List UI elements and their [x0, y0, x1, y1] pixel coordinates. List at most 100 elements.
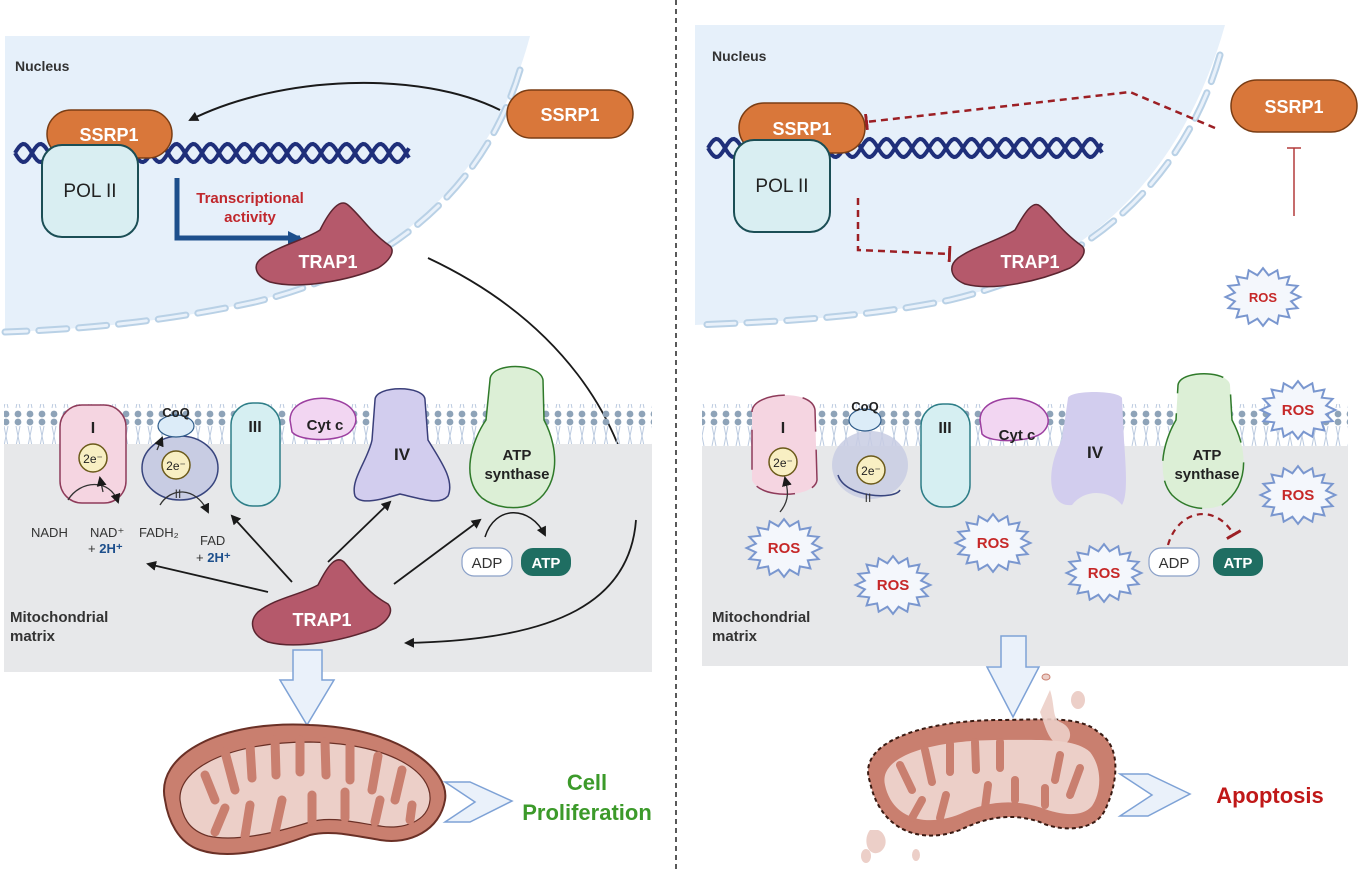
- fad-h-line: + 2H⁺: [196, 550, 231, 565]
- ros-starburst: ROS: [1258, 379, 1338, 441]
- electron-2-label: 2e⁻: [166, 459, 186, 473]
- matrix-label-1: Mitochondrial: [10, 609, 108, 626]
- pol2-right-label: POL II: [755, 176, 808, 197]
- ssrp1-cytoplasmic-right-label: SSRP1: [1264, 97, 1323, 117]
- complex-III: [230, 402, 281, 507]
- left-panel: Nucleus SSRP1 POL II SSRP1 Transcription…: [1, 36, 652, 856]
- ros-label: ROS: [1088, 565, 1121, 582]
- damaged-mitochondrion: [861, 673, 1117, 863]
- adp-right-label: ADP: [1159, 555, 1190, 572]
- trap1-target-arrows: [146, 500, 637, 648]
- ros-label: ROS: [1282, 487, 1315, 504]
- nucleus-label: Nucleus: [15, 58, 70, 74]
- ros-label: ROS: [1282, 402, 1315, 419]
- trap1-nuclear-right-label: TRAP1: [1000, 252, 1059, 272]
- pol2-right: [733, 139, 831, 233]
- ros-starburst: ROS: [1223, 266, 1303, 328]
- nadh-label: NADH: [31, 525, 68, 540]
- ros-shape: [1258, 379, 1338, 441]
- transcription-label-2: activity: [224, 209, 276, 226]
- coq: [157, 414, 195, 438]
- trap1-mitochondrial-label: TRAP1: [292, 610, 351, 630]
- trap1-nuclear: [255, 202, 393, 286]
- coq-label: CoQ: [162, 405, 189, 420]
- adp: [461, 547, 513, 577]
- outcome-label-right: Apoptosis: [1216, 783, 1324, 808]
- pol2: [41, 144, 139, 238]
- electron-2-right: [856, 455, 886, 485]
- right-panel: Nucleus SSRP1 POL II SSRP1 TRAP1 I 2e⁻: [691, 25, 1358, 863]
- complex-IV: [353, 388, 451, 502]
- complex-III-label: III: [248, 419, 261, 436]
- trap1-mitochondrial: [251, 559, 392, 646]
- atp-synthesis-blocked: [1166, 513, 1242, 546]
- ssrp1-cytoplasmic: [506, 89, 634, 139]
- fadh2-label: FADH₂: [139, 525, 179, 540]
- outcome-label-2: Proliferation: [522, 800, 652, 825]
- electron-2-right-label: 2e⁻: [861, 464, 881, 478]
- complex-I-right-label: I: [781, 420, 785, 437]
- coq-transfer-arrow: [154, 436, 164, 451]
- ros-starburst: ROS: [744, 517, 824, 579]
- atp-synthase: [469, 365, 556, 509]
- ros-starburst: ROS: [953, 512, 1033, 574]
- transcription-label-1: Transcriptional: [196, 190, 304, 207]
- fadh2-arrow: [159, 491, 210, 514]
- atp-synthase-label-2: synthase: [484, 466, 549, 483]
- complex-II-right-outline: [837, 474, 901, 497]
- cytochrome-c-right-label: Cyt c: [999, 427, 1036, 444]
- trap1-nuclear-right: [951, 203, 1085, 288]
- ros-label: ROS: [768, 540, 801, 557]
- ros-label: ROS: [977, 535, 1010, 552]
- transcription-arrow: [174, 178, 302, 245]
- outcome-chevron-right: [1117, 773, 1192, 817]
- adp-label: ADP: [472, 555, 503, 572]
- matrix-right-label-1: Mitochondrial: [712, 609, 810, 626]
- ssrp1-import-arrow: [188, 81, 501, 121]
- atp-right-label: ATP: [1224, 555, 1253, 572]
- healthy-mitochondrion: [162, 723, 447, 856]
- ros-shape: [1064, 542, 1144, 604]
- electron-1-right-label: 2e⁻: [773, 456, 793, 470]
- pol2-label: POL II: [63, 181, 116, 202]
- outcome-down-arrow-right: [985, 635, 1041, 719]
- electron-transfer-arrow-1: [96, 476, 107, 493]
- electron-2: [161, 450, 191, 480]
- ssrp1-bound-right-label: SSRP1: [772, 119, 831, 139]
- cytochrome-c-label: Cyt c: [307, 417, 344, 434]
- trap1-nuclear-label: TRAP1: [298, 252, 357, 272]
- fad-label: FAD: [200, 533, 225, 548]
- ssrp1-import-blocked: [864, 90, 1216, 131]
- matrix-label-2: matrix: [10, 628, 56, 645]
- complex-I-label: I: [91, 420, 95, 437]
- ros-shape: [744, 517, 824, 579]
- atp-synthase-right-label-1: ATP: [1193, 447, 1222, 464]
- nadh-arrow: [67, 484, 121, 504]
- atp: [521, 548, 571, 576]
- atp-synthase-right: [1161, 373, 1245, 510]
- complex-IV-right: [1051, 392, 1126, 506]
- ros-starburst: ROS: [853, 554, 933, 616]
- cytochrome-c-right: [979, 397, 1049, 442]
- ros-starburst: ROS: [1258, 464, 1338, 526]
- ros-shape: [1223, 266, 1303, 328]
- ros-group: ROS ROS ROS ROS ROS ROS ROS: [744, 266, 1338, 616]
- atp-label: ATP: [532, 555, 561, 572]
- ros-shape: [853, 554, 933, 616]
- nucleus-label-right: Nucleus: [712, 48, 767, 64]
- complex-II-label: II: [175, 487, 182, 501]
- atp-synthase-right-label-2: synthase: [1174, 466, 1239, 483]
- ssrp1-bound-label: SSRP1: [79, 125, 138, 145]
- cytochrome-c: [289, 397, 357, 441]
- ssrp1-cytoplasmic-label: SSRP1: [540, 105, 599, 125]
- ros-label: ROS: [1249, 290, 1278, 305]
- electron-1: [78, 443, 108, 473]
- outcome-chevron-left: [442, 781, 514, 823]
- adp-right: [1148, 547, 1200, 577]
- electron-1-right: [768, 447, 798, 477]
- outcome-label-1: Cell: [567, 770, 607, 795]
- coq-right-label: CoQ: [851, 399, 878, 414]
- electron-arrow-right: [779, 476, 792, 513]
- outcome-down-arrow: [278, 649, 336, 727]
